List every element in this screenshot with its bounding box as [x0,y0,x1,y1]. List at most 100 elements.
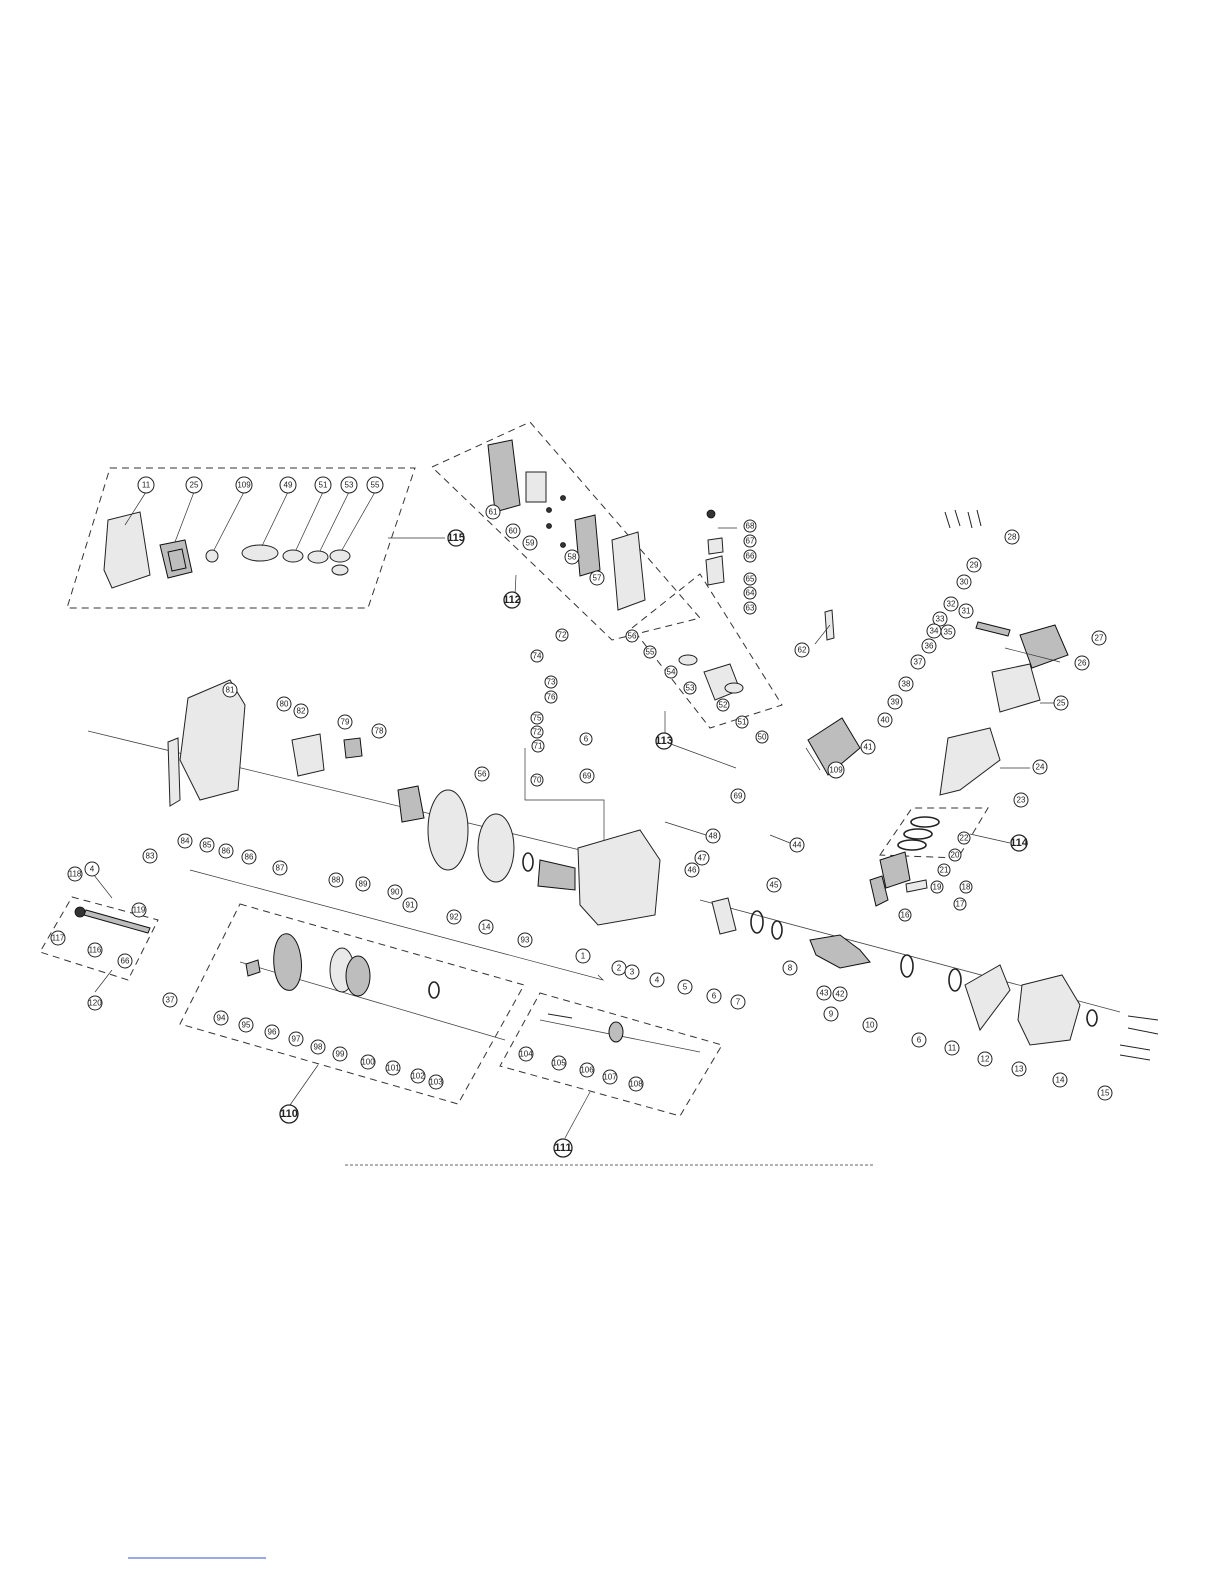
callout-number: 115 [447,532,465,544]
callout-number: 54 [667,668,676,677]
part-callout-66: 66 [743,549,757,563]
filter-element-60 [525,471,547,503]
part-callout-14: 14 [478,919,494,935]
part-callout-71: 71 [531,739,545,753]
callout-circle [222,682,238,698]
module-78 [343,737,363,759]
part-callout-67: 67 [743,534,757,548]
seal-6b [948,968,962,992]
callout-circle [683,681,697,695]
callout-number: 42 [836,990,845,999]
seal-7 [771,920,783,940]
part-callout-69: 69 [579,768,595,784]
part-callout-54: 54 [664,665,678,679]
callout-number: 21 [940,866,949,875]
callout-circle [877,712,893,728]
part-callout-12: 12 [977,1051,993,1067]
callout-number: 71 [534,742,543,751]
gasket-55b [331,564,349,576]
callout-number: 3 [630,968,635,977]
callout-circle [385,1060,401,1076]
airfilter-cover-61 [487,439,521,513]
callout-circle [832,986,848,1002]
callout-number: 6 [712,992,717,1001]
part-callout-6: 6 [911,1032,927,1048]
callout-number: 55 [371,481,380,490]
part-callout-37: 37 [910,654,926,670]
callout-number: 64 [746,589,755,598]
part-callout-100: 100 [360,1054,376,1070]
gasket-55 [329,549,351,563]
callout-number: 43 [820,989,829,998]
part-callout-102: 102 [410,1068,426,1084]
group-114-boundary [879,807,989,859]
part-callout-37: 37 [162,992,178,1008]
gasket-53b [724,682,744,694]
part-callout-18: 18 [959,880,973,894]
callout-number: 51 [319,481,328,490]
part-callout-95: 95 [238,1017,254,1033]
callout-circle [199,837,215,853]
callout-circle [743,601,757,615]
part-callout-5: 5 [677,979,693,995]
callout-number: 73 [547,678,556,687]
crankshaft-9 [809,934,871,969]
callout-number: 32 [947,600,956,609]
part-callout-43: 43 [816,985,832,1001]
callout-circle [279,1104,299,1124]
cylinder-head-41 [807,717,861,776]
callout-number: 94 [217,1014,226,1023]
part-callout-50: 50 [755,730,769,744]
callout-number: 57 [593,574,602,583]
part-callout-19: 19 [930,880,944,894]
callout-number: 48 [709,832,718,841]
part-callout-10: 10 [862,1017,878,1033]
callout-circle [706,988,722,1004]
group-callout-115: 115 [447,529,465,547]
callout-circle [117,953,133,969]
part-callout-90: 90 [387,884,403,900]
part-callout-119: 119 [131,902,147,918]
callout-number: 69 [734,792,743,801]
part-callout-104: 104 [518,1046,534,1062]
valve-cover-26 [1019,624,1069,669]
callout-circle [1013,792,1029,808]
callout-circle [544,675,558,689]
part-callout-94: 94 [213,1010,229,1026]
callout-number: 34 [930,627,939,636]
callout-number: 4 [90,865,95,874]
pipe-31 [975,621,1011,637]
part-callout-9: 9 [823,1006,839,1022]
callout-circle [162,992,178,1008]
callout-number: 116 [89,946,102,955]
callout-number: 25 [190,481,199,490]
callout-circle [705,828,721,844]
gasket-25 [159,539,193,579]
crankcase-1 [577,829,661,926]
callout-circle [238,1017,254,1033]
part-callout-46: 46 [684,862,700,878]
flywheel-91 [427,789,469,871]
part-callout-59: 59 [522,535,538,551]
part-callout-30: 30 [956,574,972,590]
callout-number: 61 [489,508,498,517]
callout-circle [755,730,769,744]
part-callout-89: 89 [355,876,371,892]
callout-number: 12 [981,1055,990,1064]
callout-circle [589,570,605,586]
callout-circle [530,649,544,663]
part-callout-80: 80 [276,696,292,712]
callout-circle [794,642,810,658]
callout-number: 110 [280,1108,298,1120]
filter-housing-57 [611,531,646,611]
callout-number: 35 [944,628,953,637]
callout-circle [860,739,876,755]
part-callout-83: 83 [142,848,158,864]
callout-number: 11 [948,1044,957,1053]
callout-circle [503,591,521,609]
parts [74,439,1159,1061]
callout-circle [956,574,972,590]
bearing-10 [900,954,914,978]
callout-number: 37 [166,996,175,1005]
part-callout-60: 60 [505,523,521,539]
